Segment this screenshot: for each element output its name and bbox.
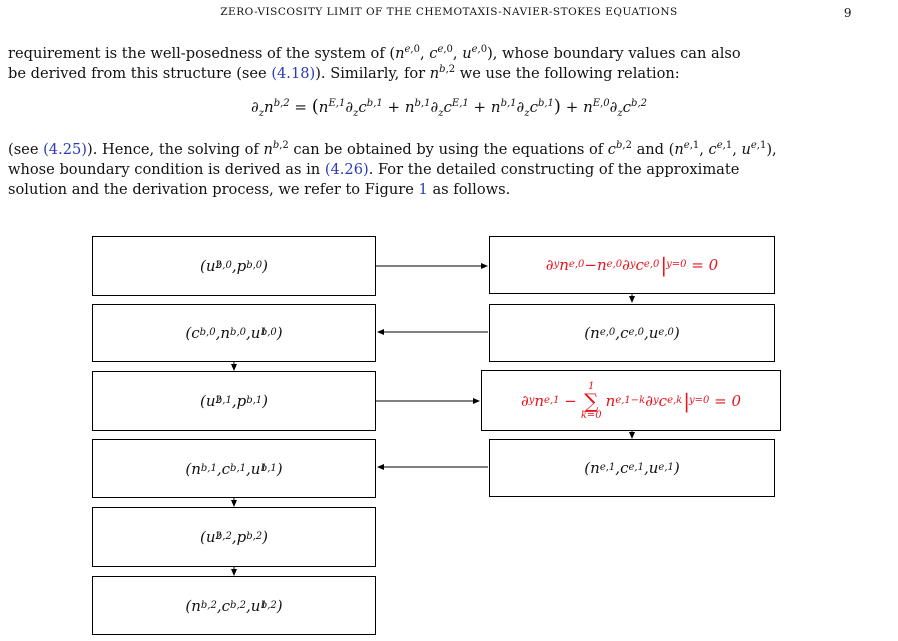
equation-ref-4-25[interactable]: (4.25)	[43, 141, 87, 158]
sum-symbol: 1∑k=0	[580, 380, 602, 421]
running-title: ZERO-VISCOSITY LIMIT OF THE CHEMOTAXIS-N…	[220, 6, 678, 18]
equation-ref-4-26[interactable]: (4.26)	[324, 161, 369, 178]
equation-ref-4-18[interactable]: (4.18)	[271, 65, 316, 82]
paragraph-2-line-3: solution and the derivation process, we …	[8, 181, 511, 198]
paragraph-2-line-1: (see (4.25)). Hence, the solving of nb,2…	[8, 140, 777, 158]
paragraph-2-line-2: whose boundary condition is derived as i…	[8, 161, 740, 178]
page-number: 9	[843, 6, 852, 20]
paragraph-1-line-1: requirement is the well-posedness of the…	[8, 44, 741, 62]
running-head: ZERO-VISCOSITY LIMIT OF THE CHEMOTAXIS-N…	[0, 2, 898, 22]
paragraph-1-line-2: be derived from this structure (see (4.1…	[8, 64, 680, 82]
figure-ref-1[interactable]: 1	[418, 181, 428, 198]
display-equation: ∂znb,2 = (nE,1∂zcb,1 + nb,1∂zcE,1 + nb,1…	[250, 96, 647, 119]
paragraph-1: requirement is the well-posedness of the…	[8, 44, 888, 84]
paragraph-2: (see (4.25)). Hence, the solving of nb,2…	[8, 140, 888, 200]
